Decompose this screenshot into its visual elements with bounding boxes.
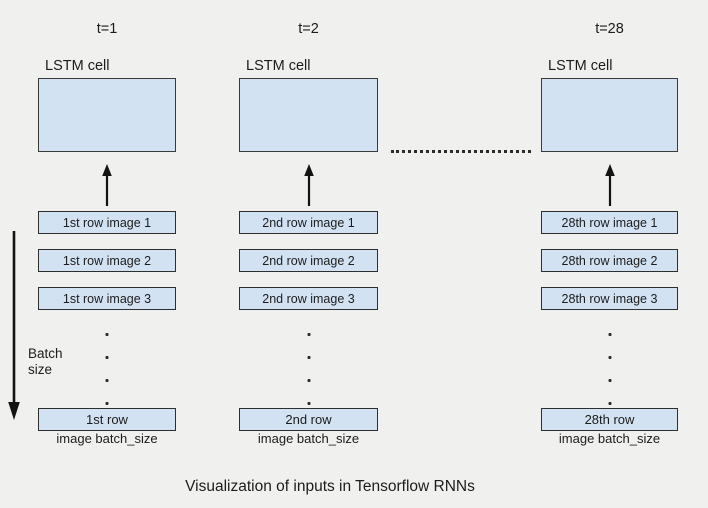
diagram-caption: Visualization of inputs in Tensorflow RN… <box>185 478 475 495</box>
vertical-ellipsis-icon <box>105 333 109 405</box>
lstm-cell-label: LSTM cell <box>548 58 613 74</box>
up-arrow-icon <box>604 164 615 206</box>
batch-size-label-line2: size <box>28 361 53 377</box>
input-row-label: 28th row image 2 <box>561 253 658 268</box>
vertical-ellipsis-icon <box>608 333 611 405</box>
batch-row-sublabel: image batch_size <box>558 431 661 446</box>
input-row-box: 28th row image 2 <box>541 249 678 272</box>
timestep-column-t1: t=1 LSTM cell 1st row image 1 1st row im… <box>38 0 176 460</box>
batch-size-label-line1: Batch <box>28 346 63 361</box>
lstm-cell-box <box>541 78 678 152</box>
input-row-box: 28th row image 3 <box>541 287 678 310</box>
batch-row-box: 28th row <box>541 408 678 431</box>
up-arrow-icon <box>102 164 112 206</box>
input-row-box: 2nd row image 3 <box>239 287 378 310</box>
input-row-label: 2nd row image 2 <box>262 253 355 268</box>
input-row-label: 1st row image 3 <box>62 291 152 306</box>
lstm-cell-label: LSTM cell <box>246 58 311 74</box>
input-row-box: 2nd row image 2 <box>239 249 378 272</box>
down-arrow-batch-size-icon <box>8 231 20 420</box>
input-row-box: 28th row image 1 <box>541 211 678 234</box>
time-step-label: t=1 <box>96 21 118 37</box>
time-step-label: t=2 <box>298 21 319 37</box>
time-step-label: t=28 <box>595 21 624 37</box>
horizontal-ellipsis-icon <box>391 136 531 153</box>
input-row-label: 28th row image 3 <box>561 291 658 306</box>
input-row-box: 1st row image 2 <box>38 249 176 272</box>
batch-row-label: 28th row <box>584 412 635 427</box>
batch-row-box: 1st row <box>38 408 176 431</box>
input-row-box: 2nd row image 1 <box>239 211 378 234</box>
input-row-label: 1st row image 2 <box>62 253 152 268</box>
input-row-label: 2nd row image 1 <box>262 215 355 230</box>
up-arrow-icon <box>303 164 314 206</box>
lstm-cell-box <box>239 78 378 152</box>
vertical-ellipsis-icon <box>307 333 310 405</box>
batch-row-sublabel: image batch_size <box>257 431 360 446</box>
timestep-column-t2: t=2 LSTM cell 2nd row image 1 2nd row im… <box>239 0 378 460</box>
batch-row-label: 1st row <box>86 412 128 427</box>
batch-row-box: 2nd row <box>239 408 378 431</box>
input-row-label: 2nd row image 3 <box>262 291 355 306</box>
batch-row-label: 2nd row <box>285 412 332 427</box>
input-row-label: 1st row image 1 <box>62 215 152 230</box>
input-row-label: 28th row image 1 <box>561 215 658 230</box>
batch-size-label: Batch size <box>28 346 63 377</box>
lstm-cell-box <box>38 78 176 152</box>
input-row-box: 1st row image 3 <box>38 287 176 310</box>
lstm-cell-label: LSTM cell <box>45 58 110 74</box>
batch-row-sublabel: image batch_size <box>56 431 158 446</box>
timestep-column-t28: t=28 LSTM cell 28th row image 1 28th row… <box>541 0 678 460</box>
input-row-box: 1st row image 1 <box>38 211 176 234</box>
